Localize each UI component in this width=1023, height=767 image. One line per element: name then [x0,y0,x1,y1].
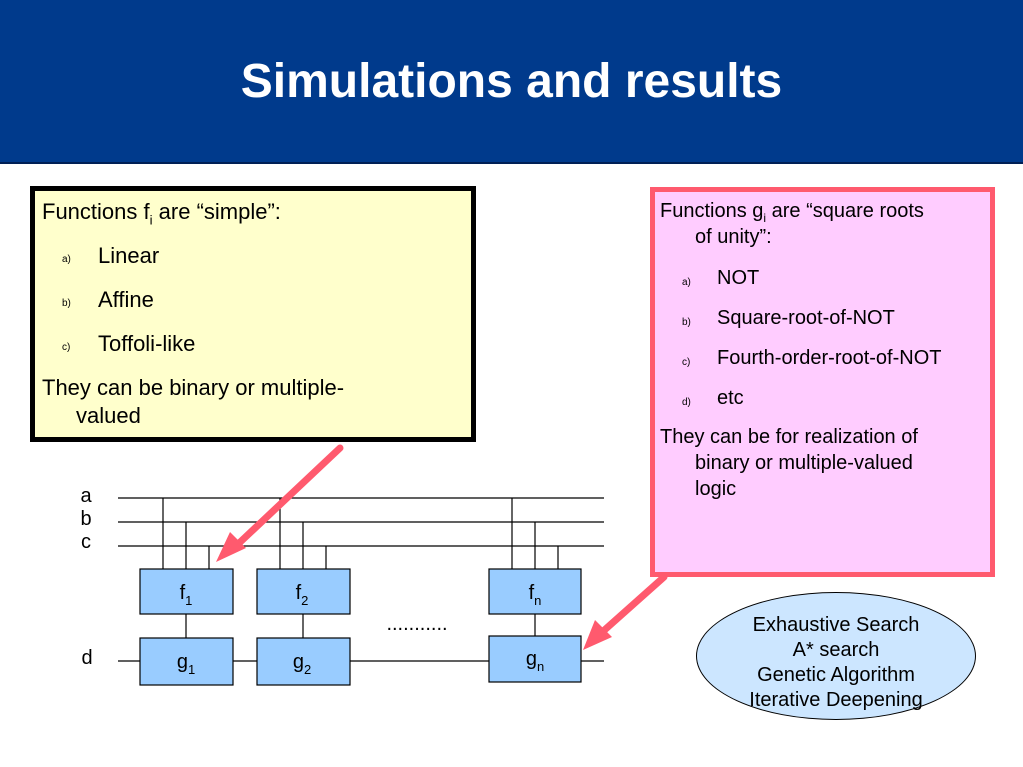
gate-f2-label: f2 [296,582,309,608]
gate-f2-sub: 2 [301,593,308,608]
gate-fn [488,568,582,615]
right-heading-post: are “square roots [766,200,924,222]
right-item-b-marker: b) [682,317,691,328]
gate-f1-sub: 1 [185,593,192,608]
wire-label-a: a [80,485,92,507]
gate-g1-label: g1 [177,651,195,677]
gate-gn-label: gn [526,648,544,674]
wire-label-b: b [80,508,91,530]
left-item-b: Affine [98,287,154,312]
right-heading: Functions gi are “square roots [660,200,924,225]
right-footer-line2: binary or multiple-valued [695,452,913,474]
title-bar: Simulations and results [0,0,1023,164]
gate-fn-name: f [529,582,535,604]
right-item-a: NOT [717,267,760,289]
gate-g1-name: g [177,651,188,673]
left-item-c-marker: c) [62,342,71,353]
arrow-to-f1-head [216,532,246,562]
gate-g1 [139,637,234,686]
simple-functions-box: Functions fi are “simple”: a) Linear b) … [30,186,476,442]
left-footer-line1: They can be binary or multiple- [42,375,345,400]
gate-g1-sub: 1 [188,662,195,677]
gate-f1-label: f1 [180,582,193,608]
gate-f2-name: f [296,582,302,604]
left-heading: Functions fi are “simple”: [42,199,281,227]
left-heading-pre: Functions f [42,199,150,224]
left-item-b-marker: b) [62,298,71,309]
gate-fn-label: fn [529,582,542,608]
right-item-d: etc [717,387,744,409]
slide-title: Simulations and results [240,55,783,108]
left-item-a: Linear [98,243,160,268]
gate-f1 [139,568,234,615]
left-footer-line2: valued [76,403,141,428]
right-item-d-marker: d) [682,397,691,408]
right-heading-sub: i [763,211,767,225]
gate-g2 [256,637,351,686]
wire-label-d: d [81,647,92,669]
method-iterative-deepening: Iterative Deepening [749,689,923,711]
gate-fn-sub: n [534,593,541,608]
gate-ellipsis: ........... [386,613,447,635]
gate-g2-label: g2 [293,651,311,677]
right-item-b: Square-root-of-NOT [717,307,895,329]
square-roots-box: Functions gi are “square roots of unity”… [650,187,995,577]
right-heading-line2: of unity”: [695,226,772,248]
gate-gn-sub: n [537,659,544,674]
right-heading-pre: Functions g [660,200,764,222]
left-heading-post: are “simple”: [152,199,281,224]
left-item-c: Toffoli-like [98,331,196,356]
method-genetic-algorithm: Genetic Algorithm [757,664,915,686]
method-exhaustive-search: Exhaustive Search [752,614,920,636]
arrow-to-gn-shaft [596,573,668,638]
right-footer-line3: logic [695,478,737,500]
search-methods-ellipse: Exhaustive Search A* search Genetic Algo… [696,592,976,720]
right-item-c: Fourth-order-root-of-NOT [717,347,942,369]
arrow-to-gn-head [583,620,612,650]
gate-f2 [256,568,351,615]
right-item-c-marker: c) [682,357,691,368]
gate-g2-sub: 2 [304,662,311,677]
gate-g2-name: g [293,651,304,673]
method-a-star-search: A* search [792,639,880,661]
gate-gn-name: g [526,648,537,670]
arrow-to-f1-shaft [232,444,344,550]
right-footer-line1: They can be for realization of [660,426,918,448]
gate-f1-name: f [180,582,186,604]
right-item-a-marker: a) [682,277,691,288]
wire-label-c: c [81,531,91,553]
gate-gn [488,635,582,683]
left-heading-sub: i [149,212,153,228]
left-item-a-marker: a) [62,254,71,265]
